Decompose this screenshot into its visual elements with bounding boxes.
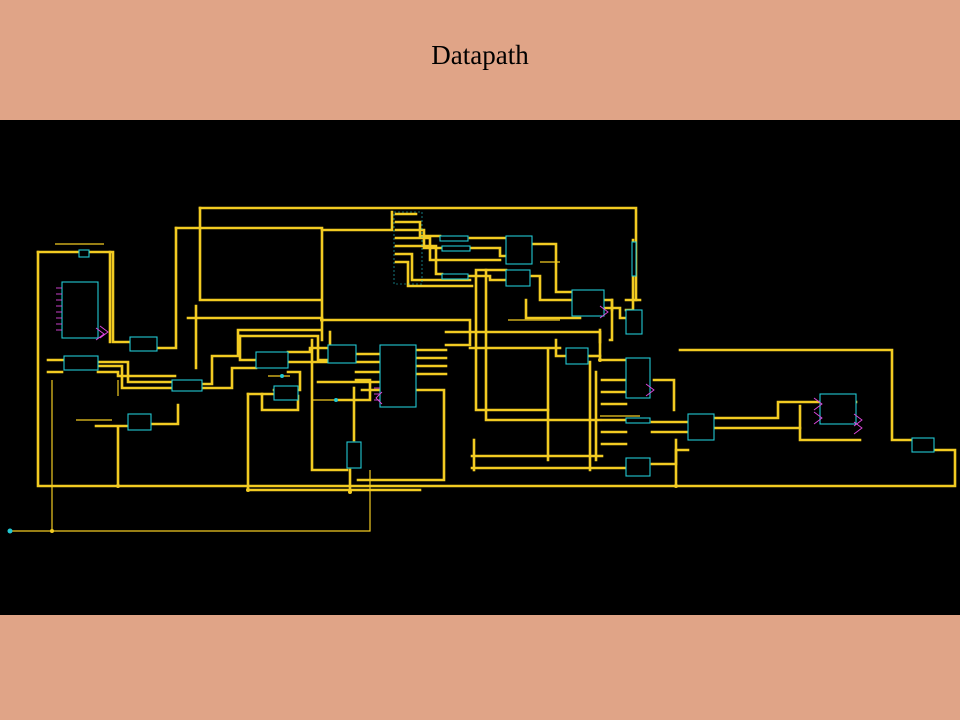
component-register-file (56, 281, 109, 341)
schematic-background (0, 120, 960, 615)
component-output-port (911, 437, 935, 453)
slide-title: Datapath (431, 40, 529, 70)
component-decoder-2 (441, 245, 471, 252)
component-mdr (625, 309, 643, 335)
component-mux-b (273, 385, 299, 401)
component-pc-register (129, 336, 158, 352)
component-control-unit (505, 269, 531, 287)
component-control-bus (393, 211, 423, 285)
component-mux-d (625, 457, 651, 477)
signal-wires (8, 243, 640, 532)
component-output-register (813, 393, 863, 435)
component-register-bank (625, 357, 655, 399)
component-decoder-1 (439, 235, 469, 242)
component-mux-a (255, 351, 289, 369)
components (56, 211, 935, 477)
component-instruction-register (505, 235, 533, 265)
component-input-port (78, 249, 90, 258)
component-shifter (346, 441, 362, 469)
component-decoder-3 (441, 273, 469, 280)
component-latch (625, 417, 651, 424)
datapath-schematic (0, 120, 960, 615)
component-adder (171, 379, 203, 392)
component-alu (374, 344, 417, 408)
junction-dots (7, 318, 678, 534)
component-mux-c (565, 347, 589, 365)
component-left-mux (63, 355, 99, 371)
component-bus-driver (631, 241, 637, 277)
component-sign-extend (127, 413, 152, 431)
component-output-mux (687, 413, 715, 441)
bus-wires (36, 206, 957, 494)
component-alu-src-mux (327, 344, 357, 364)
component-memory (571, 289, 609, 319)
